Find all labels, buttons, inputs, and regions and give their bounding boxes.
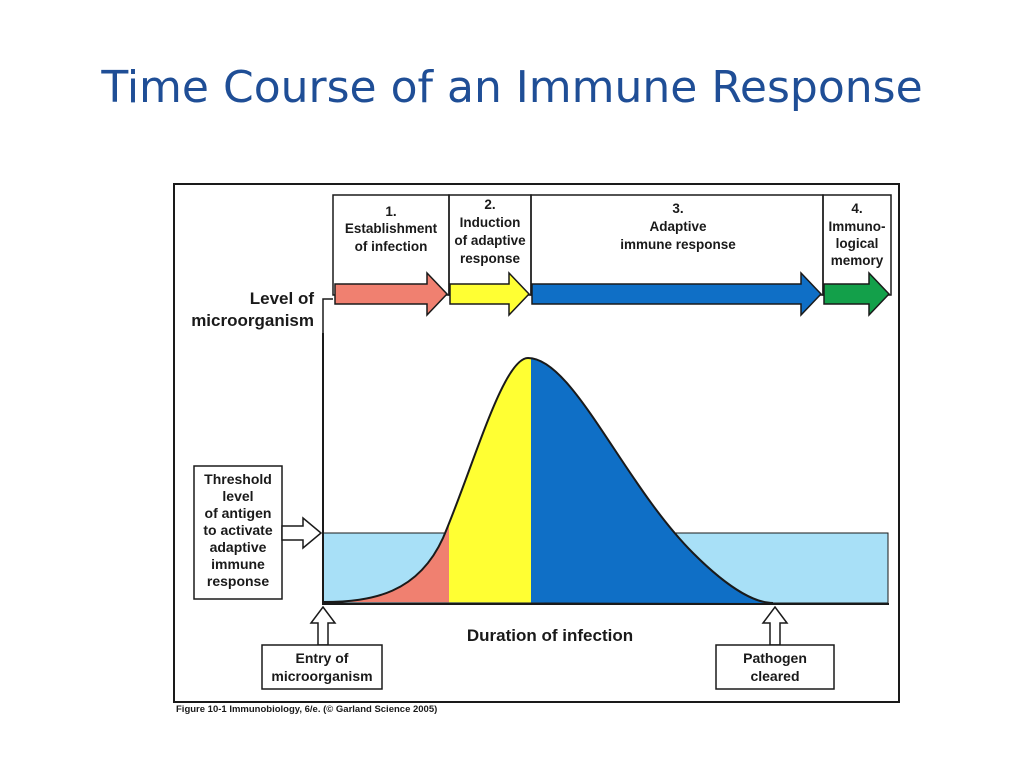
threshold-label-line-6: immune (211, 556, 265, 572)
y-axis-bracket (322, 298, 333, 333)
threshold-label-line-1: Threshold (204, 471, 272, 487)
phase-3-arrow (531, 271, 823, 317)
threshold-label-box (193, 465, 283, 600)
threshold-label-line-3: of antigen (205, 505, 272, 521)
threshold-label-line-4: to activate (203, 522, 272, 538)
phase-4-arrow (823, 271, 891, 317)
phase-2-line-3: response (460, 251, 521, 266)
phase-4-line-1: Immuno- (829, 219, 886, 234)
phase-1-arrow (334, 271, 449, 317)
threshold-label-line-5: adaptive (210, 539, 267, 555)
cleared-label-line-1: Pathogen (743, 650, 807, 666)
immune-response-diagram: 1. Establishment of infection 2. Inducti… (173, 183, 900, 703)
x-axis-label: Duration of infection (467, 626, 633, 645)
y-axis-label-line-1: Level of (250, 289, 315, 308)
phase-2-line-1: Induction (460, 215, 521, 230)
entry-label-line-1: Entry of (296, 650, 349, 666)
phase-4-line-2: logical (836, 236, 879, 251)
cleared-label-box (715, 644, 835, 690)
phase-2-line-2: of adaptive (454, 233, 526, 248)
y-axis-label-line-2: microorganism (191, 311, 314, 330)
entry-label-line-2: microorganism (271, 668, 372, 684)
phase-2-number: 2. (484, 197, 495, 212)
phase-1-line-1: Establishment (345, 221, 438, 236)
threshold-label-line-7: response (207, 573, 269, 589)
figure-caption: Figure 10-1 Immunobiology, 6/e. (© Garla… (176, 704, 438, 715)
cleared-label-line-2: cleared (750, 668, 799, 684)
phase-2-arrow (449, 271, 531, 317)
phase-4-number: 4. (851, 201, 862, 216)
slide-title: Time Course of an Immune Response (101, 62, 923, 113)
entry-label-box (261, 644, 383, 690)
threshold-label-line-2: level (222, 488, 253, 504)
phase-1-line-2: of infection (355, 239, 428, 254)
infection-curve-outline (322, 356, 774, 604)
phase-3-line-2: immune response (620, 237, 736, 252)
phase-3-line-1: Adaptive (649, 219, 707, 234)
threshold-arrow (281, 516, 323, 550)
phase-4-line-3: memory (831, 253, 884, 268)
phase-1-number: 1. (385, 204, 396, 219)
phase-3-number: 3. (672, 201, 683, 216)
